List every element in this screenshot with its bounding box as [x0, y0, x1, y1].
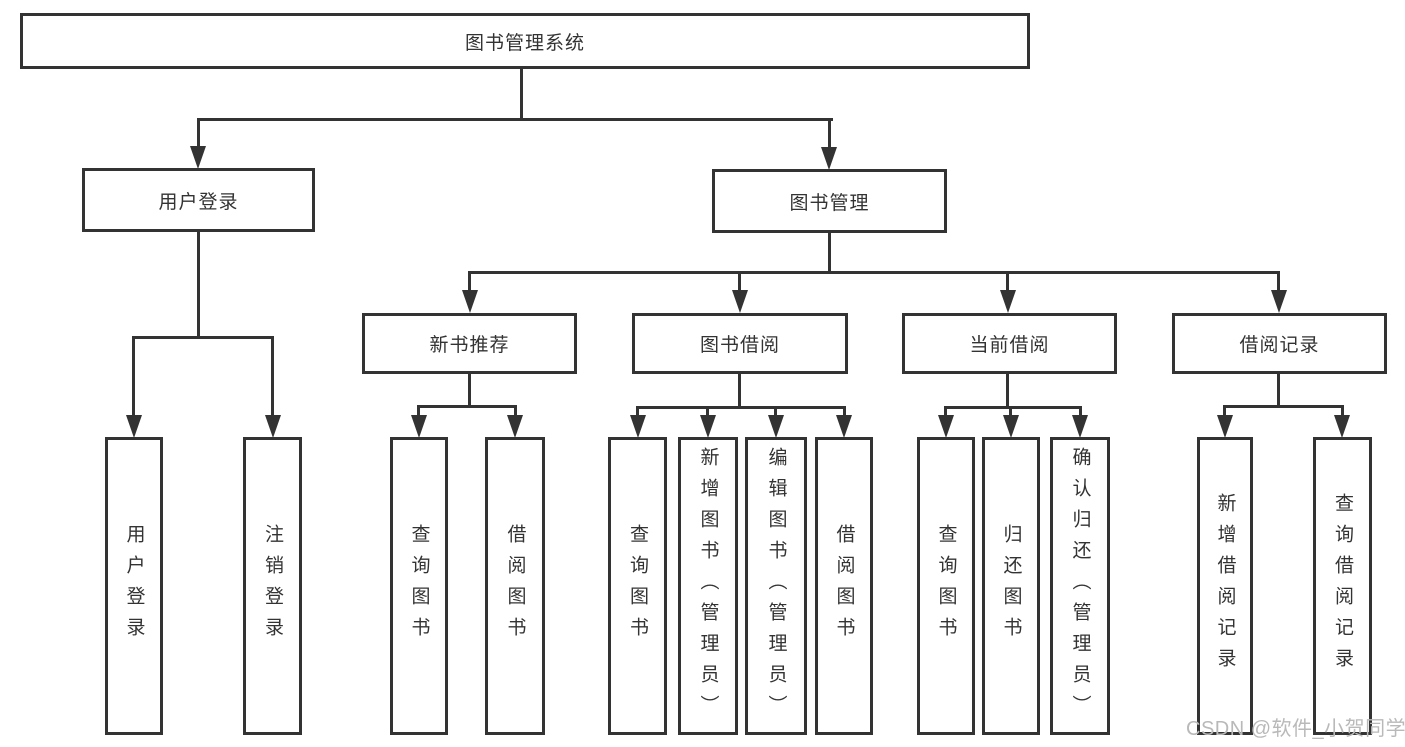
leaf-label: 确认归还（管理员）: [1069, 446, 1091, 726]
connector-line: [1223, 405, 1344, 408]
leaf-label: 编辑图书（管理员）: [765, 446, 787, 726]
leaf-label: 查询图书: [408, 524, 430, 648]
connector-line: [197, 118, 200, 147]
connector-line: [271, 336, 274, 416]
connector-line: [828, 233, 831, 271]
connector-line: [417, 405, 420, 416]
leaf-edit-books-admin: 编辑图书（管理员）: [745, 437, 807, 735]
leaf-label: 新增借阅记录: [1214, 493, 1236, 679]
connector-line: [1006, 374, 1009, 406]
leaf-confirm-return-admin: 确认归还（管理员）: [1050, 437, 1110, 735]
connector-line: [468, 374, 471, 405]
connector-arrowhead-icon: [1000, 290, 1016, 313]
connector-line: [468, 271, 471, 292]
connector-arrowhead-icon: [768, 415, 784, 438]
connector-line: [197, 232, 200, 336]
connector-line: [520, 69, 523, 118]
node-borrow-records: 借阅记录: [1172, 313, 1387, 374]
node-label: 图书借阅: [699, 335, 780, 356]
leaf-user-login: 用户登录: [105, 437, 163, 735]
node-label: 新书推荐: [429, 335, 510, 356]
leaf-query-books-borrow: 查询图书: [608, 437, 667, 735]
node-current-borrow: 当前借阅: [902, 313, 1117, 374]
leaf-borrow-books-recommend: 借阅图书: [485, 437, 545, 735]
connector-arrowhead-icon: [1072, 415, 1088, 438]
connector-arrowhead-icon: [1003, 415, 1019, 438]
connector-line: [1006, 271, 1009, 292]
connector-line: [738, 271, 741, 292]
node-user-login: 用户登录: [82, 168, 315, 232]
connector-arrowhead-icon: [1334, 415, 1350, 438]
connector-line: [132, 336, 274, 339]
leaf-label: 查询图书: [935, 524, 957, 648]
connector-arrowhead-icon: [938, 415, 954, 438]
connector-line: [636, 406, 639, 416]
connector-arrowhead-icon: [732, 290, 748, 313]
connector-line: [944, 406, 947, 416]
leaf-label: 借阅图书: [504, 524, 526, 648]
node-book-borrow: 图书借阅: [632, 313, 848, 374]
node-root: 图书管理系统: [20, 13, 1030, 69]
leaf-return-books: 归还图书: [982, 437, 1040, 735]
connector-arrowhead-icon: [836, 415, 852, 438]
connector-line: [706, 406, 709, 416]
connector-arrowhead-icon: [1271, 290, 1287, 313]
node-new-book-recommend: 新书推荐: [362, 313, 577, 374]
leaf-label: 查询借阅记录: [1332, 493, 1353, 679]
connector-line: [1341, 405, 1344, 416]
node-label: 图书管理: [789, 192, 870, 214]
connector-line: [1223, 405, 1226, 416]
connector-line: [636, 406, 846, 409]
connector-line: [774, 406, 777, 416]
connector-arrowhead-icon: [821, 147, 837, 170]
connector-arrowhead-icon: [265, 415, 281, 438]
leaf-label: 归还图书: [1000, 524, 1022, 648]
leaf-query-books-recommend: 查询图书: [390, 437, 448, 735]
connector-arrowhead-icon: [700, 415, 716, 438]
leaf-borrow-books: 借阅图书: [815, 437, 873, 735]
csdn-watermark: CSDN @软件_小贺同学: [1186, 718, 1405, 740]
leaf-label: 用户登录: [123, 524, 145, 648]
connector-line: [514, 405, 517, 416]
connector-line: [1079, 406, 1082, 416]
connector-line: [197, 118, 833, 121]
leaf-label: 新增图书（管理员）: [697, 446, 719, 726]
connector-line: [828, 118, 831, 147]
connector-line: [738, 374, 741, 406]
connector-arrowhead-icon: [630, 415, 646, 438]
connector-arrowhead-icon: [1217, 415, 1233, 438]
leaf-label: 注销登录: [262, 524, 283, 648]
connector-line: [417, 405, 517, 408]
node-label: 当前借阅: [969, 335, 1050, 356]
connector-arrowhead-icon: [507, 415, 523, 438]
node-label: 用户登录: [158, 191, 239, 213]
connector-line: [132, 336, 135, 416]
connector-arrowhead-icon: [462, 290, 478, 313]
connector-arrowhead-icon: [411, 415, 427, 438]
connector-line: [1277, 271, 1280, 292]
leaf-query-books-current: 查询图书: [917, 437, 975, 735]
connector-arrowhead-icon: [126, 415, 142, 438]
connector-line: [1009, 406, 1012, 416]
node-label: 借阅记录: [1239, 335, 1320, 356]
leaf-label: 查询图书: [627, 524, 648, 648]
node-book-management: 图书管理: [712, 169, 947, 233]
leaf-logout: 注销登录: [243, 437, 302, 735]
connector-line: [944, 406, 1082, 409]
connector-line: [843, 406, 846, 416]
connector-line: [1277, 374, 1280, 405]
leaf-add-borrow-record: 新增借阅记录: [1197, 437, 1253, 735]
leaf-query-borrow-record: 查询借阅记录: [1313, 437, 1372, 735]
leaf-add-books-admin: 新增图书（管理员）: [678, 437, 738, 735]
node-label: 图书管理系统: [464, 32, 585, 54]
leaf-label: 借阅图书: [833, 524, 855, 648]
connector-line: [468, 271, 1280, 274]
connector-arrowhead-icon: [190, 146, 206, 169]
